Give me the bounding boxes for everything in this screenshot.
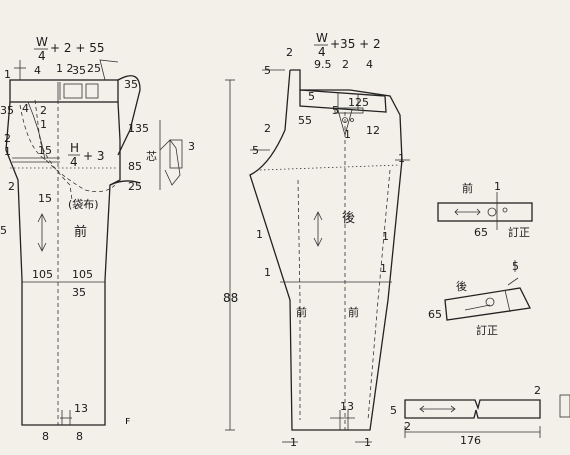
front-measure: 1 — [40, 118, 47, 131]
back-measure: 1 — [364, 436, 371, 449]
front-waistband-outline — [9, 79, 119, 103]
back-measure: 5 — [332, 104, 339, 117]
front-measure: 3 — [188, 140, 195, 153]
front-piece-label: 前 — [74, 224, 87, 240]
back-waistband-piece — [444, 260, 531, 321]
front-measure: 35 — [72, 64, 86, 77]
back-measure: 1 — [256, 228, 263, 241]
front-measure: 105 — [32, 268, 53, 281]
waistband-measure: 65 — [428, 308, 442, 321]
waistband-front-label: 前 — [462, 181, 473, 195]
back-front-label: 前 — [348, 305, 359, 319]
front-measure: 35 — [72, 286, 86, 299]
front-formula: W 4 + 2 + 55 — [34, 35, 104, 63]
back-leg-outline — [249, 69, 403, 431]
back-measure: 1 — [290, 436, 297, 449]
back-length-measure: 88 — [223, 291, 238, 305]
back-formula-numerator: W — [316, 31, 328, 45]
back-measure: 1 — [398, 152, 405, 165]
front-measure: 4 — [22, 102, 29, 115]
interlining-label: 芯 — [146, 149, 157, 163]
front-measure: 15 — [38, 192, 52, 205]
front-measure: 13 — [74, 402, 88, 415]
waistband-measure: 65 — [474, 226, 488, 239]
front-formula-rest: + 2 + 55 — [50, 41, 104, 55]
front-measure: 35 — [0, 104, 14, 117]
front-measure: 2 — [40, 104, 47, 117]
front-formula-numerator: W — [36, 35, 48, 49]
back-formula-rest: +35 + 2 — [330, 37, 381, 51]
front-hip-rest: + 3 — [83, 149, 105, 163]
waistband-measure: 5 — [390, 404, 397, 417]
waistband-length-label: 176 — [460, 434, 481, 447]
back-formula-denominator: 4 — [318, 45, 326, 59]
front-measure: 15 — [38, 144, 52, 157]
pocket-bag-label: (袋布) — [68, 197, 99, 211]
back-measure: 1 — [380, 262, 387, 275]
back-measure: 13 — [340, 400, 354, 413]
back-measure: 2 — [264, 122, 271, 135]
front-measure: 85 — [128, 160, 142, 173]
back-measure: 5 — [308, 90, 315, 103]
back-measure: 5 — [264, 64, 271, 77]
front-formula-denominator: 4 — [38, 49, 46, 63]
waistband-measure: 5 — [512, 260, 519, 273]
waistband-measure: 1 — [494, 180, 501, 193]
front-hip-formula: H 4 + 3 — [68, 141, 105, 169]
back-measure: 1 — [264, 266, 271, 279]
front-measure: ꜰ — [125, 414, 130, 427]
front-measure: 25 — [87, 62, 101, 75]
front-measure: 2 — [4, 132, 11, 145]
front-measure: 1 2 — [56, 62, 74, 75]
back-measure: 12 — [366, 124, 380, 137]
front-hip-numerator: H — [70, 141, 79, 155]
front-measure: 135 — [128, 122, 149, 135]
waistband-back-label: 後 — [456, 279, 467, 293]
back-measure: 5 — [252, 144, 259, 157]
back-formula: W 4 +35 + 2 — [314, 31, 381, 59]
front-measure: 105 — [72, 268, 93, 281]
front-measure: 25 — [128, 180, 142, 193]
waistband-correction-label: 訂正 — [476, 323, 498, 337]
front-measure: 1 — [4, 145, 11, 158]
front-measure: 2 — [8, 180, 15, 193]
back-measure: 1 — [382, 230, 389, 243]
back-measure: 1 — [344, 128, 351, 141]
front-measure: 1 — [4, 68, 11, 81]
waistband-measure: 2 — [404, 420, 411, 433]
back-front-label: 前 — [296, 305, 307, 319]
back-measure: 55 — [298, 114, 312, 127]
waistband-correction-label: 訂正 — [508, 225, 530, 239]
back-measure: 4 — [366, 58, 373, 71]
front-measure: 8 — [76, 430, 83, 443]
back-pants-piece — [225, 69, 410, 443]
back-piece-label: 後 — [342, 211, 355, 226]
back-measure: 125 — [348, 96, 369, 109]
front-measure: 35 — [124, 78, 138, 91]
back-measure: 2 — [342, 58, 349, 71]
front-hip-denominator: 4 — [70, 155, 78, 169]
waistband-strip — [404, 394, 570, 438]
back-measure: 9.5 — [314, 58, 332, 71]
front-measure: 8 — [42, 430, 49, 443]
back-measure: 2 — [286, 46, 293, 59]
waistband-measure: 2 — [534, 384, 541, 397]
front-waistband-piece — [437, 192, 533, 230]
front-pants-piece — [5, 59, 183, 426]
front-leg-outline — [5, 101, 121, 426]
back-waistband — [299, 89, 387, 113]
front-measure: 4 — [34, 64, 41, 77]
front-measure: 5 — [0, 224, 7, 237]
